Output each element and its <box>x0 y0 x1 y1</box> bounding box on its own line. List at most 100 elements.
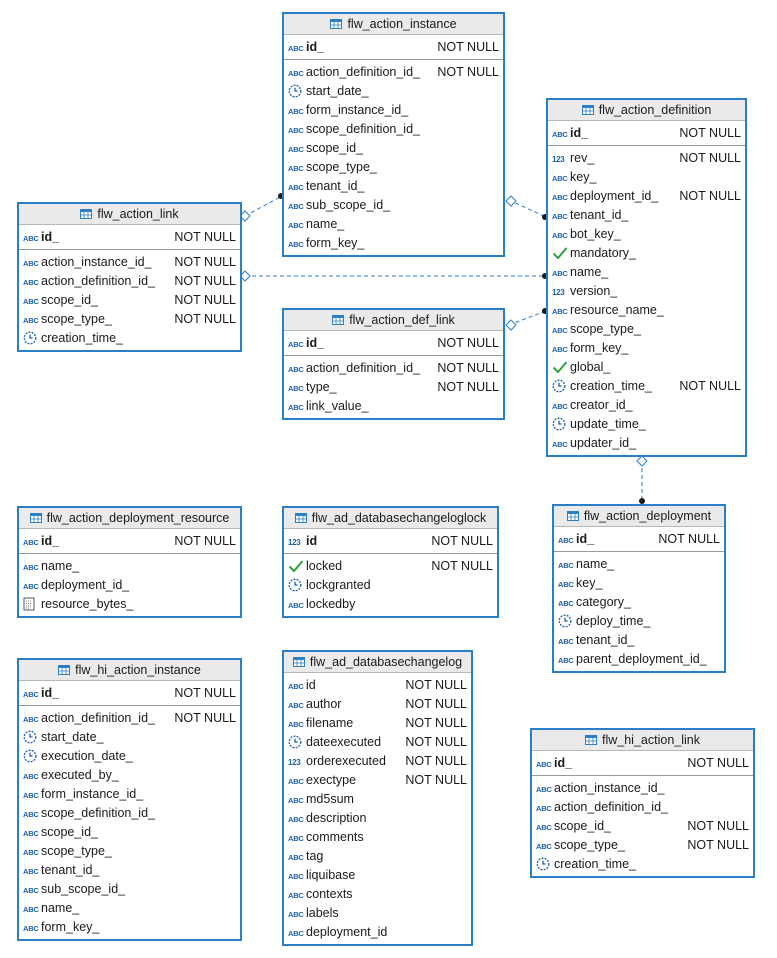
table-header[interactable]: flw_action_deployment_resource <box>19 508 240 529</box>
column-row[interactable]: lockgranted <box>284 576 497 595</box>
column-row[interactable]: mandatory_ <box>548 244 745 263</box>
column-row[interactable]: creation_time_NOT NULL <box>548 377 745 396</box>
column-row[interactable]: start_date_ <box>19 728 240 747</box>
table-header[interactable]: flw_action_link <box>19 204 240 225</box>
table-header[interactable]: flw_ad_databasechangeloglock <box>284 508 497 529</box>
column-row[interactable]: creation_time_ <box>532 855 753 874</box>
column-row[interactable]: creation_time_ <box>19 329 240 348</box>
column-row[interactable]: update_time_ <box>548 415 745 434</box>
table-header[interactable]: flw_action_deployment <box>554 506 724 527</box>
column-row[interactable]: start_date_ <box>284 82 503 101</box>
column-row[interactable]: deploy_time_ <box>554 612 724 631</box>
column-row[interactable]: execution_date_ <box>19 747 240 766</box>
column-row[interactable]: global_ <box>548 358 745 377</box>
table-header[interactable]: flw_action_instance <box>284 14 503 35</box>
table-header[interactable]: flw_ad_databasechangelog <box>284 652 471 673</box>
table-header[interactable]: flw_hi_action_instance <box>19 660 240 681</box>
column-row[interactable]: resource_bytes_ <box>19 595 240 614</box>
table-header[interactable]: flw_hi_action_link <box>532 730 753 751</box>
table-header[interactable]: flw_action_def_link <box>284 310 503 331</box>
table-header[interactable]: flw_action_definition <box>548 100 745 121</box>
